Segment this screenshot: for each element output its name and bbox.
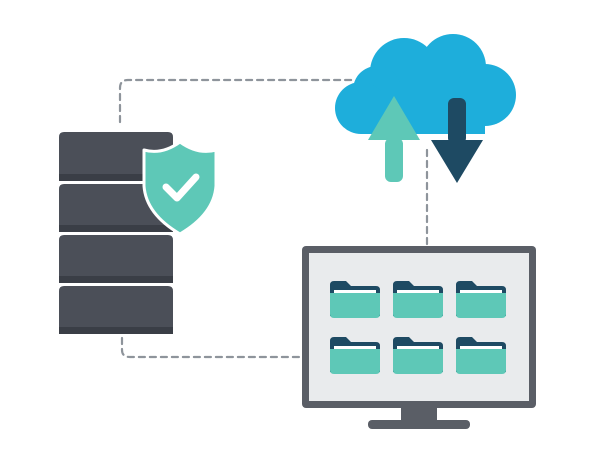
folder-icon: [393, 281, 443, 318]
monitor-neck: [401, 408, 437, 422]
upload-arrow-icon: [368, 96, 420, 182]
connector-lines: [118, 78, 429, 359]
server-unit: [59, 235, 173, 283]
security-shield-icon: [142, 140, 218, 236]
monitor-screen: [309, 253, 529, 401]
checkmark-icon: [162, 173, 200, 202]
cloud-icon: [335, 34, 516, 134]
folder-icon: [456, 281, 506, 318]
folder-icon: [330, 337, 380, 374]
connector-server-to-cloud: [118, 78, 358, 124]
folder-icon: [456, 337, 506, 374]
folder-grid: [330, 281, 506, 374]
folder-icon: [330, 281, 380, 318]
folder-icon: [393, 337, 443, 374]
download-arrow-icon: [431, 98, 483, 183]
monitor-base: [368, 420, 470, 429]
server-unit: [59, 286, 173, 334]
connector-server-to-monitor: [120, 336, 304, 359]
